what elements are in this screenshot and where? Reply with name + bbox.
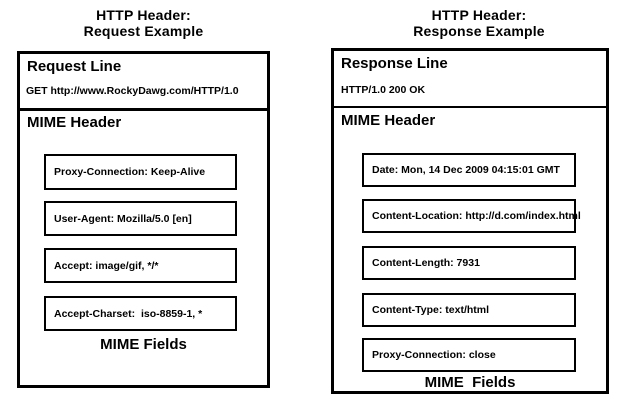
response-field-content-type: Content-Type: text/html [362,293,576,327]
request-field-accept: Accept: image/gif, */* [44,248,237,283]
request-mime-fields-label: MIME Fields [100,336,187,353]
response-field-proxy-connection: Proxy-Connection: close [362,338,576,372]
request-section-divider [17,108,270,111]
request-field-accept-charset: Accept-Charset: iso-8859-1, * [44,296,237,331]
response-mime-header-heading: MIME Header [341,112,436,129]
response-line-heading: Response Line [341,55,448,72]
request-panel-title: HTTP Header: Request Example [17,7,270,39]
request-field-user-agent: User-Agent: Mozilla/5.0 [en] [44,201,237,236]
response-panel-title: HTTP Header: Response Example [340,7,618,39]
response-section-divider [331,106,609,108]
request-title-line1: HTTP Header: [96,7,191,23]
request-mime-header-heading: MIME Header [27,114,122,131]
request-title-line2: Request Example [83,23,204,39]
request-field-proxy-connection: Proxy-Connection: Keep-Alive [44,154,237,190]
response-field-date: Date: Mon, 14 Dec 2009 04:15:01 GMT [362,153,576,187]
response-title-line1: HTTP Header: [431,7,527,23]
response-mime-fields-label: MIME Fields [424,374,516,391]
request-line-heading: Request Line [27,58,122,75]
response-field-content-location: Content-Location: http://d.com/index.htm… [362,199,581,233]
response-title-line2: Response Example [413,23,545,39]
request-line-value: GET http://www.RockyDawg.com/HTTP/1.0 [26,85,239,97]
response-field-content-length: Content-Length: 7931 [362,246,576,280]
response-line-value: HTTP/1.0 200 OK [341,84,426,96]
